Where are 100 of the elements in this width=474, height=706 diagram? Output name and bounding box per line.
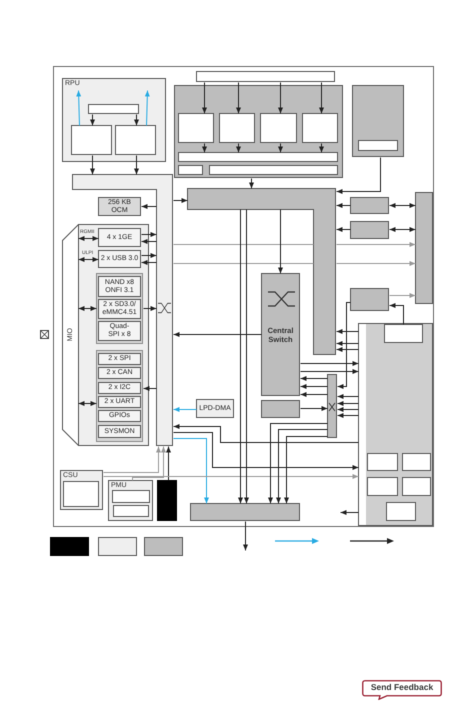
legend-swatch [144, 537, 183, 556]
arrow [389, 293, 416, 298]
shaded-panel [358, 323, 433, 526]
device-outline [53, 66, 434, 527]
empty-block [386, 502, 416, 521]
dma-block [196, 399, 234, 418]
empty-block [402, 477, 431, 496]
arrow [202, 82, 207, 114]
switch-block [261, 273, 300, 396]
legend-swatch [50, 537, 89, 556]
crossbar-block [327, 374, 337, 438]
empty-block [261, 400, 300, 418]
empty-block [71, 125, 112, 155]
empty-block [196, 71, 335, 82]
interconnect-bar [187, 188, 336, 355]
peripheral-group [96, 273, 143, 344]
peripheral-block [98, 353, 141, 365]
arrow [319, 82, 324, 114]
rpu-block [62, 78, 166, 162]
arrow [173, 438, 209, 504]
empty-block [219, 113, 255, 143]
empty-block [350, 197, 389, 214]
empty-block [402, 453, 431, 471]
csu-block [60, 470, 103, 510]
peripheral-block [98, 321, 141, 341]
connector-line [173, 244, 314, 245]
empty-block [190, 503, 300, 521]
peripheral-block [98, 425, 141, 438]
arrow [78, 401, 97, 406]
arrow [144, 90, 150, 126]
arrow [141, 232, 157, 237]
send-feedback-button: Send Feedback [362, 680, 442, 700]
arrow [278, 82, 283, 114]
arrow [173, 432, 359, 470]
peripheral-block [98, 396, 141, 408]
arrow [284, 436, 328, 504]
empty-block [178, 113, 214, 143]
empty-block [350, 288, 389, 311]
arrow [103, 446, 161, 473]
empty-block [350, 221, 389, 239]
arrow [134, 155, 139, 175]
arrow [337, 407, 359, 412]
empty-block [358, 140, 398, 151]
arrow [300, 361, 359, 366]
connector-line [173, 263, 314, 264]
arrow [78, 306, 97, 311]
arrow [300, 369, 359, 374]
arrow [336, 261, 416, 266]
arrow [143, 386, 157, 391]
empty-block [415, 192, 433, 304]
legend-swatch [98, 537, 137, 556]
arrow [336, 203, 351, 208]
arrow [236, 143, 241, 153]
empty-block [115, 125, 156, 155]
arrow [337, 394, 359, 399]
arrow [300, 392, 328, 397]
arrow [132, 446, 166, 481]
arrow [173, 407, 197, 412]
empty-block [352, 85, 404, 157]
empty-block [367, 477, 398, 496]
arrow [389, 203, 416, 208]
ocm-block [98, 197, 141, 216]
empty-block [174, 85, 343, 178]
arrow [78, 257, 99, 262]
arrow [236, 82, 241, 114]
arrow [340, 510, 359, 515]
empty-block [113, 505, 149, 517]
empty-block [88, 104, 139, 114]
peripheral-block [98, 367, 141, 379]
arrow [336, 347, 359, 352]
peripheral-block [98, 228, 141, 247]
arrow [276, 429, 328, 504]
arrow [141, 239, 157, 244]
arrow [278, 143, 283, 153]
arrow [244, 209, 249, 504]
arrow [278, 209, 283, 274]
interconnect-bar [72, 174, 173, 446]
arrow [336, 157, 381, 194]
arrow [337, 302, 351, 389]
arrow [103, 474, 359, 479]
arrow [389, 303, 404, 325]
peripheral-block [98, 382, 141, 394]
empty-block [63, 481, 99, 507]
arrow [173, 198, 188, 203]
arrow [173, 424, 359, 443]
empty-block [260, 113, 297, 143]
arrow [300, 406, 328, 411]
arrow [141, 253, 157, 258]
arrow [141, 260, 157, 265]
arrow [268, 423, 328, 504]
arrow [249, 178, 254, 189]
arrow [90, 114, 95, 126]
empty-block [209, 165, 338, 175]
solid-block [157, 480, 177, 521]
arrow [336, 341, 359, 346]
arrow [389, 227, 416, 232]
peripheral-block [98, 276, 141, 297]
arrow [336, 227, 351, 232]
peripheral-block [98, 250, 141, 268]
arrow [143, 306, 157, 311]
